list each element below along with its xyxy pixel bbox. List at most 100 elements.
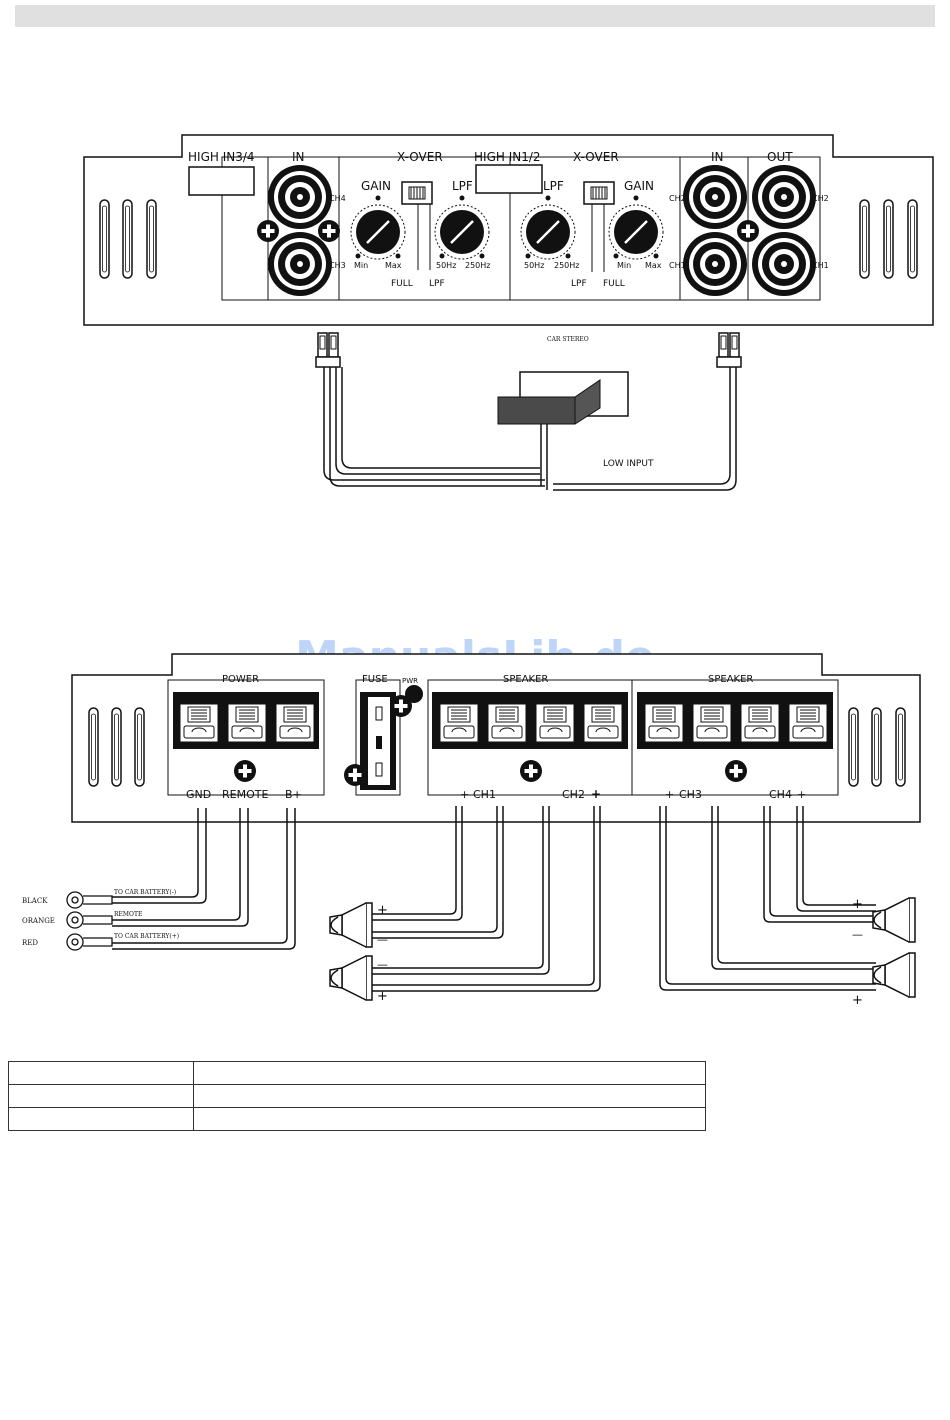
- speaker-ch2-icon: [329, 955, 373, 1001]
- sign-s3-plus: +: [852, 993, 863, 1008]
- power-wires: [66, 808, 296, 951]
- label-ch1: CH1: [473, 788, 496, 801]
- table-cell: [8, 1107, 194, 1131]
- label-plus-ch2: +: [591, 787, 601, 801]
- full-lpf-switch-left: [401, 181, 433, 205]
- speaker-wires-left: [372, 806, 601, 992]
- label-ch3: CH3: [329, 261, 346, 270]
- sign-s4-plus: +: [852, 897, 863, 912]
- label-ch1-out: CH1: [812, 261, 829, 270]
- label-to-car-battery-neg: TO CAR BATTERY(-): [114, 889, 176, 896]
- label-orange: ORANGE: [22, 917, 55, 925]
- label-speaker-a: SPEAKER: [503, 674, 548, 685]
- label-min-left: Min: [354, 261, 368, 270]
- label-250hz-left: 250Hz: [465, 261, 490, 270]
- label-high-in-12: HIGH IN1/2: [474, 150, 541, 164]
- ground-screw-icon: [257, 220, 279, 242]
- ground-screw-icon: [520, 760, 542, 782]
- label-minus-ch1: -: [501, 788, 505, 801]
- sign-s1-minus: —: [377, 933, 388, 946]
- label-out: OUT: [767, 150, 793, 164]
- label-ch1-in: CH1: [669, 261, 686, 270]
- label-gnd: GND: [186, 788, 211, 801]
- ground-screw-icon: [234, 760, 256, 782]
- label-bplus: B+: [285, 788, 302, 801]
- label-lpf-switch-left: LPF: [429, 279, 445, 289]
- table-cell: [193, 1107, 706, 1131]
- label-min-right: Min: [617, 261, 631, 270]
- label-50hz-right: 50Hz: [524, 261, 544, 270]
- rca-ch1-in: [683, 232, 747, 296]
- label-gain-left: GAIN: [361, 179, 391, 193]
- label-full-right: FULL: [603, 279, 625, 289]
- speaker-wires-right: [659, 806, 876, 991]
- table-cell: [193, 1084, 706, 1108]
- full-lpf-switch-right: [583, 181, 615, 205]
- rca-ch2-out: [752, 165, 816, 229]
- label-plus-ch1: +: [460, 788, 469, 801]
- rca-plug-right-icon: [716, 332, 742, 368]
- low-input-cables: CAR STEREO LOW INPUT: [315, 332, 742, 491]
- label-pwr: PWR: [402, 677, 418, 685]
- table-row: [8, 1107, 706, 1131]
- table-cell: [8, 1061, 194, 1085]
- label-low-input: LOW INPUT: [603, 459, 654, 469]
- ground-screw-icon: [390, 695, 412, 717]
- table-cell: [193, 1061, 706, 1085]
- speaker-ch4-icon: [872, 897, 916, 943]
- ground-screw-icon: [318, 220, 340, 242]
- table-row: [8, 1061, 706, 1085]
- label-xover-left: X-OVER: [397, 150, 443, 164]
- ground-screw-icon: [737, 220, 759, 242]
- top-amplifier-panel: HIGH IN3/4 IN X-OVER GAIN LPF HIGH IN1/2…: [83, 134, 934, 326]
- label-ch4: CH4: [329, 194, 346, 203]
- rca-ch3-in: [268, 232, 332, 296]
- label-black: BLACK: [22, 897, 48, 905]
- label-minus-ch2: -: [551, 788, 555, 801]
- label-xover-right: X-OVER: [573, 150, 619, 164]
- label-ch2-in: CH2: [669, 194, 686, 203]
- bottom-amplifier-panel: POWER FUSE PWR SPEAKER SPEAKER GND REMOT…: [71, 653, 921, 823]
- label-speaker-b: SPEAKER: [708, 674, 753, 685]
- ground-screw-icon: [344, 764, 366, 786]
- label-high-in-34: HIGH IN3/4: [188, 150, 255, 164]
- label-max-right: Max: [645, 261, 662, 270]
- label-ch2-out: CH2: [812, 194, 829, 203]
- speaker-ch1-icon: [329, 902, 373, 948]
- label-plus-ch4: +: [797, 788, 806, 801]
- label-minus-ch3: -: [706, 788, 710, 801]
- label-plus-ch3: +: [665, 788, 674, 801]
- label-lpf-switch-right: LPF: [571, 279, 587, 289]
- label-ch2: CH2: [562, 788, 585, 801]
- rca-ch1-out: [752, 232, 816, 296]
- label-250hz-right: 250Hz: [554, 261, 579, 270]
- label-lpf-left: LPF: [452, 179, 473, 193]
- table-row: [8, 1084, 706, 1108]
- rca-ch4-in: [268, 165, 332, 229]
- spec-table: [8, 1061, 706, 1131]
- table-cell: [8, 1084, 194, 1108]
- rca-ch2-in: [683, 165, 747, 229]
- label-fuse: FUSE: [362, 674, 388, 685]
- label-car-stereo: CAR STEREO: [547, 336, 589, 343]
- header-bar: [15, 5, 935, 27]
- label-50hz-left: 50Hz: [436, 261, 456, 270]
- label-remote: REMOTE: [222, 788, 268, 801]
- label-max-left: Max: [385, 261, 402, 270]
- label-to-car-battery-pos: TO CAR BATTERY(+): [114, 933, 179, 940]
- ground-screw-icon: [725, 760, 747, 782]
- label-red: RED: [22, 939, 38, 947]
- speaker-ch3-icon: [872, 952, 916, 998]
- label-power: POWER: [222, 674, 259, 685]
- sign-s2-plus: +: [377, 989, 388, 1004]
- label-remote-wire: REMOTE: [114, 911, 142, 918]
- sign-s4-minus: —: [852, 928, 863, 941]
- label-in-right: IN: [711, 150, 724, 164]
- label-lpf-right: LPF: [543, 179, 564, 193]
- label-full-left: FULL: [391, 279, 413, 289]
- label-gain-right: GAIN: [624, 179, 654, 193]
- sign-s1-plus: +: [377, 903, 388, 918]
- sign-s2-minus: —: [377, 958, 388, 971]
- sign-s3-minus: —: [852, 962, 863, 975]
